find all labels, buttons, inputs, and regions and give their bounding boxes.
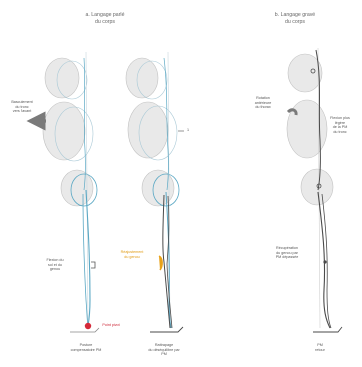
label-pm-retour: PM retour (300, 343, 340, 352)
figure-2-knee-flex (159, 256, 162, 270)
figure-2 (126, 52, 184, 332)
label-recuperation-genou: Récupération du genou par PM dépassée (263, 246, 311, 260)
figure-1-head (45, 58, 79, 98)
label-pm-retour-2: retour (300, 348, 340, 353)
label-flexion-plus: Flexion plus légère de la PM du tronc (322, 116, 358, 134)
figure-2-head (126, 58, 158, 98)
figure-2-thorax (128, 102, 168, 158)
label-rotation: Rotation antérieure du thorax (245, 96, 281, 110)
figure-1-pivot-point (85, 323, 91, 329)
label-posture: Posture compensatoire PM (55, 343, 117, 352)
label-rattrapage-3: PM (132, 352, 196, 357)
figure-1 (36, 52, 99, 332)
label-recuperation-genou-3: PM dépassée (263, 255, 311, 260)
label-rotation-3: du thorax (245, 105, 281, 110)
label-basculement: Basculement du tronc vers l'avant (3, 100, 41, 114)
label-flexion-3: genou (38, 267, 72, 272)
label-rotation-marker: 1 (184, 128, 192, 133)
figure-1-foot (70, 328, 99, 332)
figure-1-pelvis (61, 170, 93, 206)
label-basculement-3: vers l'avant (3, 109, 41, 114)
figure-3-head (288, 54, 322, 92)
label-flexion: Flexion du sol et du genou (38, 258, 72, 272)
figure-3-knee-joint (323, 260, 326, 263)
label-posture-2: compensatoire PM (55, 348, 117, 353)
label-recuperation-2: du genou (112, 255, 152, 260)
label-recuperation: Réajustement du genou (112, 250, 152, 259)
figure-3 (287, 48, 342, 332)
label-rattrapage: Rattrapage du déséquilibre par PM (132, 343, 196, 357)
figure-2-foot (150, 327, 183, 332)
figure-3-leg-2 (322, 194, 331, 328)
figure-1-knee-mark (91, 262, 95, 268)
label-flexion-plus-4: du tronc (322, 130, 358, 135)
figure-3-foot (313, 327, 342, 332)
label-point-pivot: Point pivot (94, 323, 128, 328)
